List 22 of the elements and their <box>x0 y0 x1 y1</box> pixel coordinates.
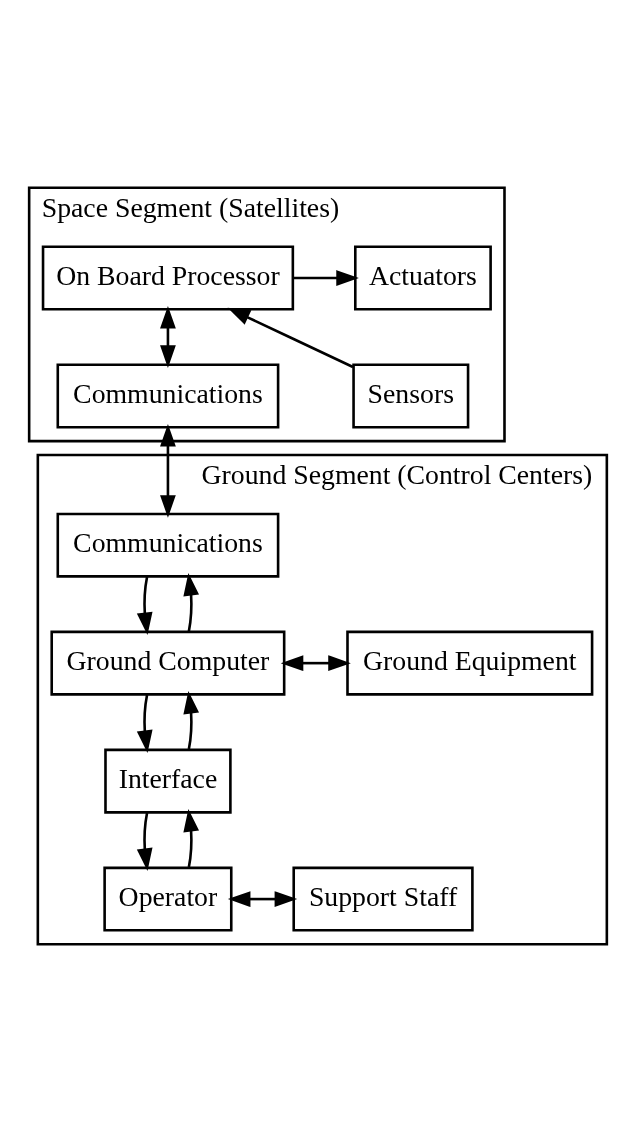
arrow <box>136 576 153 635</box>
arrow <box>136 694 153 753</box>
node-box: Interface <box>104 748 232 814</box>
arrow <box>227 307 354 368</box>
arrow <box>183 808 200 867</box>
node-box: Communications <box>56 362 280 429</box>
node-box: Sensors <box>352 362 470 429</box>
arrow <box>227 890 298 907</box>
node-box: Operator <box>103 866 233 932</box>
node-box: Communications <box>56 512 280 578</box>
arrow <box>183 572 200 631</box>
node-box: On Board Processor <box>41 245 295 311</box>
arrow <box>183 690 200 749</box>
arrow <box>160 305 176 368</box>
arrow <box>292 269 359 286</box>
arrow <box>136 812 153 871</box>
node-box: Actuators <box>354 245 492 311</box>
node-box: Ground Computer <box>50 630 286 696</box>
node-box: Ground Equipment <box>346 630 594 696</box>
arrow <box>160 423 176 518</box>
node-box: Support Staff <box>292 866 474 932</box>
arrow <box>280 654 351 671</box>
